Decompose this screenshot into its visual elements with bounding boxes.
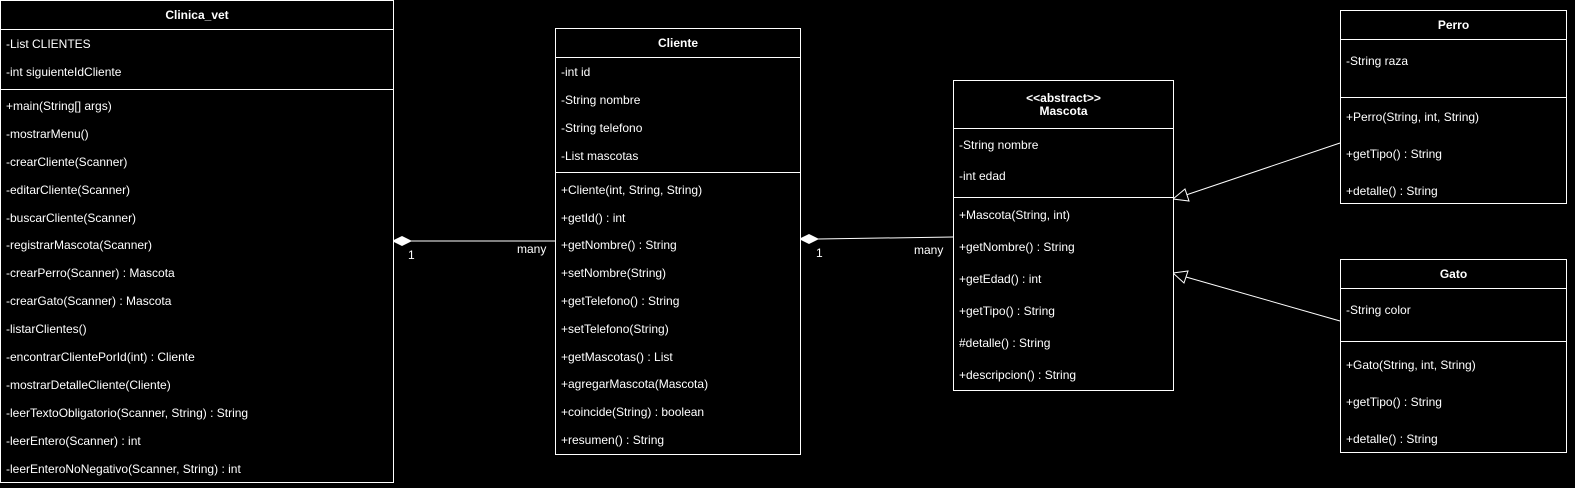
methods-section: +Cliente(int, String, String) +getId() : …: [556, 173, 800, 454]
stereotype-label: <<abstract>>: [1026, 90, 1101, 105]
class-clinica-vet[interactable]: Clinica_vet -List CLIENTES -int siguiente…: [0, 0, 394, 483]
attributes-section: -String raza: [1341, 40, 1566, 98]
attribute-row: -List CLIENTES: [6, 37, 91, 51]
method-row: +detalle() : String: [1346, 183, 1438, 198]
method-row: -mostrarMenu(): [6, 126, 89, 141]
method-row: +resumen() : String: [561, 433, 665, 448]
method-row: -encontrarClientePorId(int) : Cliente: [6, 349, 195, 364]
method-row: +coincide(String) : boolean: [561, 405, 705, 420]
method-row: +Gato(String, int, String): [1346, 357, 1476, 372]
method-row: -listarClientes(): [6, 322, 87, 337]
method-row: +getTipo() : String: [959, 304, 1055, 318]
method-row: -leerEntero(Scanner) : int: [6, 433, 141, 448]
method-row: +getTipo() : String: [1346, 394, 1442, 409]
method-row: -crearPerro(Scanner) : Mascota: [6, 266, 175, 281]
method-row: +getTelefono() : String: [561, 294, 680, 309]
method-row: +agregarMascota(Mascota): [561, 377, 709, 392]
class-name: Perro: [1341, 11, 1566, 40]
method-row: +getMascotas() : List: [561, 349, 673, 364]
method-row: +getEdad() : int: [959, 272, 1042, 286]
multiplicity-cliente-target: many: [517, 242, 547, 256]
attributes-section: -String color: [1341, 289, 1566, 342]
method-row: +setTelefono(String): [561, 321, 669, 336]
method-row: #detalle() : String: [959, 336, 1051, 350]
class-cliente[interactable]: Cliente -int id -String nombre -String tel…: [555, 28, 801, 455]
generalization-gato-mascota: [1171, 270, 1341, 322]
method-row: -registrarMascota(Scanner): [6, 238, 153, 253]
class-name: Cliente: [556, 29, 800, 58]
attribute-row: -int id: [561, 65, 591, 79]
method-row: +Perro(String, int, String): [1346, 109, 1480, 124]
method-row: +getTipo() : String: [1346, 146, 1442, 161]
attribute-row: -int edad: [959, 169, 1006, 184]
methods-section: +Perro(String, int, String) +getTipo() : …: [1341, 98, 1566, 203]
composition-clinica-cliente: [391, 235, 555, 247]
attribute-row: -String nombre: [561, 93, 641, 107]
class-mascota[interactable]: <<abstract>> Mascota -String nombre -int …: [953, 80, 1174, 391]
attribute-row: -int siguienteIdCliente: [6, 65, 122, 79]
method-row: +main(String[] args): [6, 98, 112, 113]
method-row: -editarCliente(Scanner): [6, 182, 131, 197]
class-name: Gato: [1341, 260, 1566, 289]
method-row: -crearGato(Scanner) : Mascota: [6, 294, 172, 309]
method-row: +setNombre(String): [561, 266, 667, 281]
methods-section: +Gato(String, int, String) +getTipo() : S…: [1341, 342, 1566, 452]
method-row: +Mascota(String, int): [959, 208, 1071, 222]
generalization-perro-mascota: [1171, 142, 1341, 202]
multiplicity-mascota-target: many: [914, 243, 944, 257]
class-name: Clinica_vet: [1, 1, 393, 30]
method-row: +Cliente(int, String, String): [561, 182, 703, 197]
attribute-row: -String telefono: [561, 121, 643, 135]
class-gato[interactable]: Gato -String color +Gato(String, int, St…: [1340, 259, 1567, 453]
method-row: +detalle() : String: [1346, 431, 1438, 446]
methods-section: +Mascota(String, int) +getNombre() : Stri…: [954, 198, 1173, 390]
class-perro[interactable]: Perro -String raza +Perro(String, int, S…: [1340, 10, 1567, 204]
class-title: <<abstract>> Mascota: [954, 81, 1173, 129]
method-row: -crearCliente(Scanner): [6, 154, 128, 169]
attribute-row: -String nombre: [959, 137, 1039, 152]
method-row: +descripcion() : String: [959, 368, 1077, 382]
methods-section: +main(String[] args) -mostrarMenu() -crear…: [1, 90, 393, 482]
attributes-section: -List CLIENTES -int siguienteIdCliente: [1, 30, 393, 90]
attribute-row: -String raza: [1346, 54, 1409, 68]
attributes-section: -int id -String nombre -String telefono -Li…: [556, 58, 800, 173]
method-row: -leerEnteroNoNegativo(Scanner, String) :…: [6, 461, 241, 476]
method-row: -buscarCliente(Scanner): [6, 210, 137, 225]
multiplicity-cliente-source: 1: [816, 246, 823, 260]
class-name: Mascota: [1039, 103, 1088, 118]
attribute-row: -List mascotas: [561, 149, 639, 163]
method-row: -leerTextoObligatorio(Scanner, String) :…: [6, 405, 249, 420]
attribute-row: -String color: [1346, 303, 1411, 317]
multiplicity-clinica-source: 1: [408, 248, 415, 262]
composition-cliente-mascota: [798, 233, 954, 245]
method-row: -mostrarDetalleCliente(Cliente): [6, 377, 171, 392]
method-row: +getNombre() : String: [561, 238, 677, 253]
method-row: +getNombre() : String: [959, 240, 1075, 254]
attributes-section: -String nombre -int edad: [954, 129, 1173, 198]
method-row: +getId() : int: [561, 210, 626, 225]
